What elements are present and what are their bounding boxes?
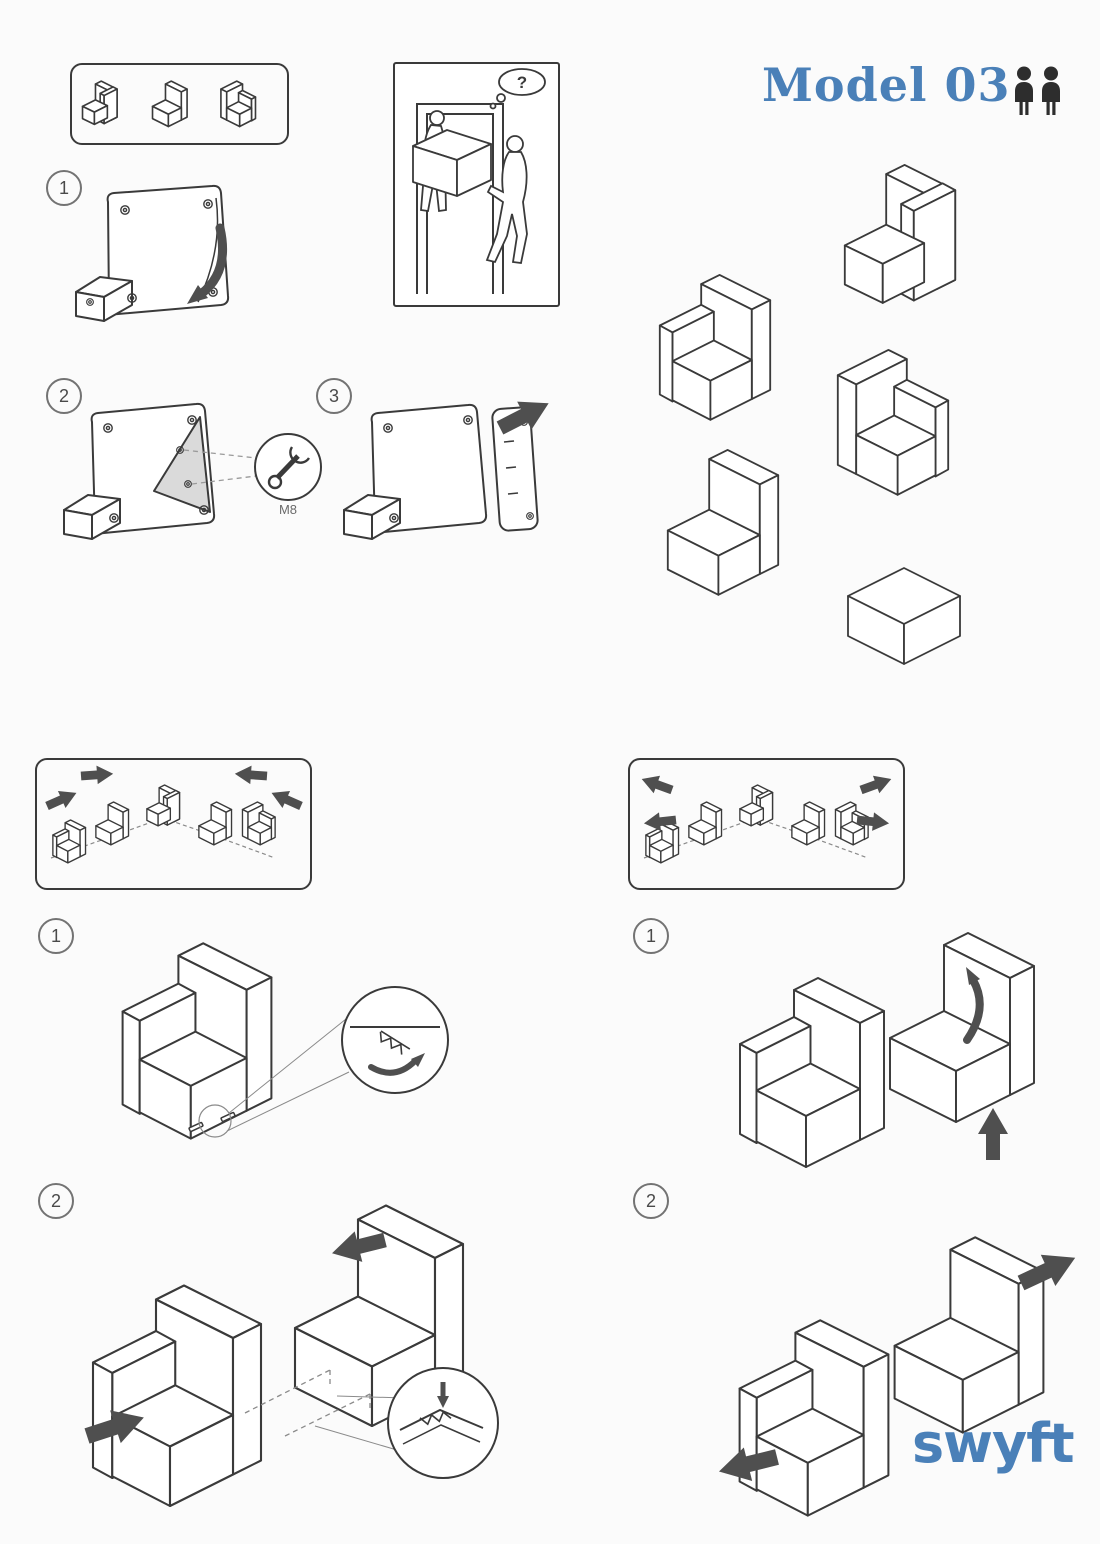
magnifier-circle (387, 1367, 499, 1479)
unpack-step-2-badge: 2 (46, 378, 82, 414)
corner-module-icon (81, 80, 118, 126)
alignment-guides (643, 817, 869, 859)
lift-arrow-curved (963, 967, 984, 1044)
thought-bubble (489, 68, 546, 110)
left-step1-clip-illustration (121, 942, 449, 1140)
bolt-size-label: M8 (279, 502, 297, 517)
leader-lines (183, 449, 257, 485)
step1-remove-cover-illustration (75, 184, 230, 322)
step3-arm-panel-illustration (343, 389, 556, 540)
two-person-icon (1015, 66, 1060, 115)
wrench-icon (267, 446, 311, 490)
armchair-module (738, 1319, 890, 1517)
armchair-module (91, 1284, 263, 1508)
ottoman-module (847, 567, 961, 665)
right-guide-step-1-badge: 1 (633, 918, 669, 954)
left-guide-step-1-badge: 1 (38, 918, 74, 954)
right-arm-module (836, 348, 950, 496)
clip-flip-detail (350, 1026, 440, 1076)
carrier-person-front (485, 135, 528, 264)
unzip-arrow (187, 223, 228, 304)
unpack-step-3-badge: 3 (316, 378, 352, 414)
unpack-step-1-badge: 1 (46, 170, 82, 206)
assembly-overview-left-illustration (43, 764, 305, 864)
right-step1-attach-illustration (739, 932, 1035, 1168)
armless-module-icon (151, 80, 188, 128)
corner-module (843, 163, 957, 304)
legend-icons (81, 80, 257, 128)
slots (503, 440, 519, 495)
left-guide-step-2-badge: 2 (38, 1183, 74, 1219)
doorway-illustration: ? (412, 68, 546, 294)
doorway-warning-box: ? (393, 62, 560, 307)
left-arm-module (658, 273, 772, 421)
page-title: Model 03 (762, 58, 1011, 112)
question-mark-label: ? (517, 73, 527, 92)
alignment-guides (50, 817, 276, 859)
armless-module (666, 448, 780, 596)
step2-bolts-illustration: M8 (63, 402, 322, 540)
module-lineup (658, 163, 961, 665)
lift-arrow-up (978, 1108, 1008, 1160)
right-guide-step-2-badge: 2 (633, 1183, 669, 1219)
armchair-module (121, 942, 273, 1140)
armchair-module-icon (220, 80, 257, 128)
assembly-overview-box-left (35, 758, 312, 890)
module-types-legend (70, 63, 289, 145)
brand-logo: swyft (912, 1412, 1075, 1475)
left-step2-join-illustration (81, 1204, 499, 1508)
detail-ring (198, 1104, 232, 1138)
armless-module (893, 1236, 1045, 1434)
assembly-overview-box-right (628, 758, 905, 890)
assembly-overview-right-illustration (638, 770, 895, 864)
clip-engage-detail (399, 1382, 484, 1445)
armchair-module (739, 977, 885, 1168)
sofa-box (412, 129, 492, 197)
leader-lines (226, 1018, 350, 1132)
armless-module (889, 932, 1035, 1123)
